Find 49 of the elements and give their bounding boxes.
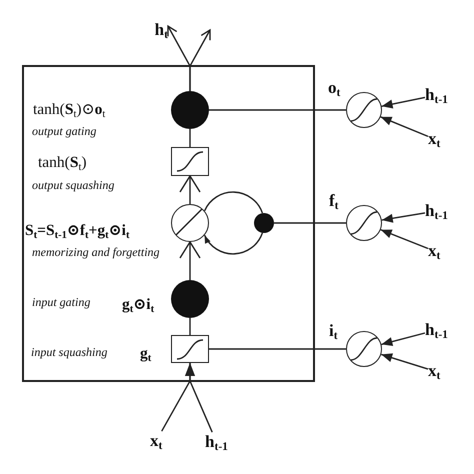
variable-label: h$_{t-1}$ [425,320,448,340]
arrow [380,116,428,138]
forget-gating-dot [254,213,274,233]
connector-line [204,191,264,214]
variable-label: x$_{t}$ [428,129,440,149]
formula-text: tanh(S$_{t}$) [38,154,87,172]
variable-label: h$_{t-1}$ [205,432,228,452]
arrow [179,175,201,204]
arrow [381,96,426,108]
squashing-box [171,147,209,176]
stage-caption: output gating [32,125,96,139]
gating-dot [171,280,209,318]
memory-circle [171,204,209,242]
arrow [381,353,428,370]
arrow [382,212,426,223]
arrow [185,363,213,432]
stage-caption: output squashing [32,179,114,193]
formula-text: g$_{t}$ [140,345,152,363]
sigmoid-gate [346,205,382,241]
variable-label: h$_{t-1}$ [425,85,448,105]
formula-text: g$_{t}$⊙i$_{t}$ [122,296,154,314]
variable-label: x$_{t}$ [428,241,440,261]
arrow [179,241,201,280]
sigmoid-gate [346,92,382,128]
arrow [380,229,428,250]
connector-line [189,129,191,147]
cell-frame [22,65,315,382]
arrow [189,29,211,91]
gate-label: o$_{t}$ [328,78,340,98]
sigmoid-gate [346,331,382,367]
stage-caption: memorizing and forgetting [32,246,160,260]
arrow [381,332,426,346]
formula-text: tanh(S$_{t}$)⊙o$_{t}$ [33,101,106,119]
formula-text: S$_{t}$=S$_{t-1}$⊙f$_{t}$+g$_{t}$⊙i$_{t}$ [25,222,130,240]
gate-label: f$_{t}$ [329,191,339,211]
connector-line [209,109,346,111]
stage-caption: input gating [32,296,90,310]
variable-label: x$_{t}$ [150,431,162,451]
connector-line [274,222,346,224]
variable-label: h$_{t-1}$ [425,201,448,221]
squashing-box [171,335,209,363]
gating-dot [171,91,209,129]
connector-line [209,348,346,350]
variable-label: h$_{t}$ [154,20,168,40]
stage-caption: input squashing [31,346,108,360]
arrow [204,232,264,255]
gate-label: i$_{t}$ [329,321,338,341]
variable-label: x$_{t}$ [428,361,440,381]
connector-line [189,318,191,335]
